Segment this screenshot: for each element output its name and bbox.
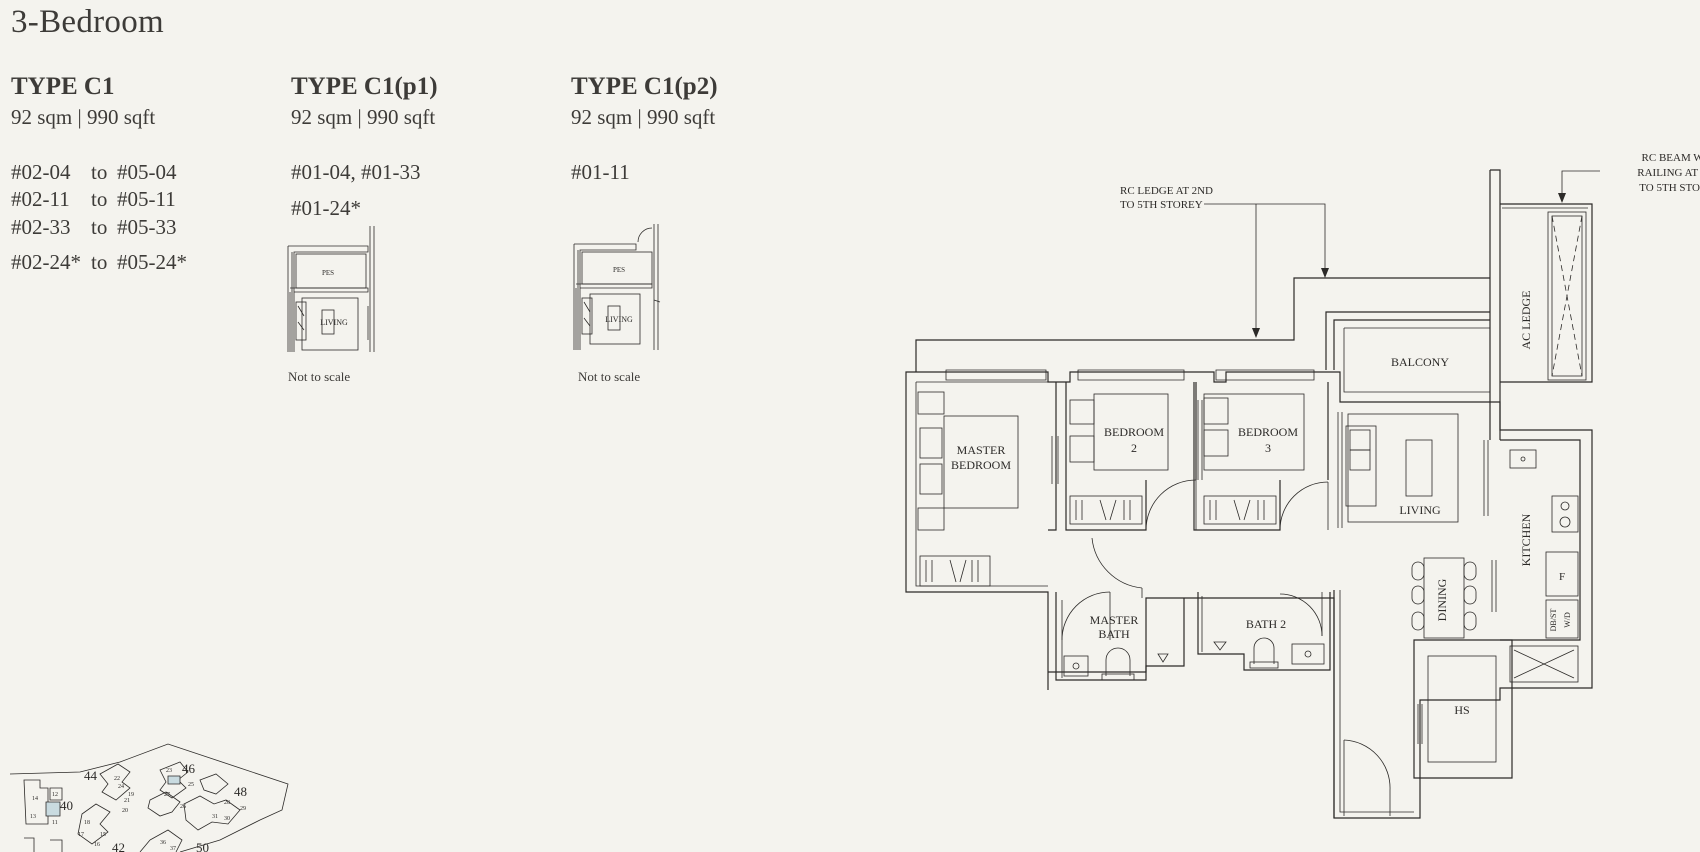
kitchen-fridge-label: F [1559,571,1565,583]
type-c1-unit-list: #02-04 to #05-04 #02-11 to #05-11 #02-33… [11,160,187,274]
site-unit-number: 15 [100,832,106,838]
type-c1-heading: TYPE C1 [11,73,115,100]
site-unit-number: 29 [240,806,246,812]
scale-note-c1p1: Not to scale [288,369,351,384]
room-master-bath-line1: MASTER [1090,613,1139,627]
type-c1p1-units-extra: #01-24* [291,196,361,220]
site-unit-number: 11 [52,820,58,826]
room-kitchen: KITCHEN [1519,513,1533,566]
rc-ledge-label-line2: TO 5TH STOREY [1120,199,1203,211]
site-unit-number: 19 [128,792,134,798]
site-unit-number: 13 [30,814,36,820]
site-block-40: 40 [60,798,73,813]
site-block-50: 50 [196,840,209,852]
room-hs: HS [1454,703,1469,717]
rc-ledge-label-line1: RC LEDGE AT 2ND [1120,185,1213,197]
key-plan-c1p1: PES LIVING [287,226,375,352]
type-c1p1-size: 92 sqm | 990 sqft [291,105,436,129]
room-ac-ledge: AC LEDGE [1519,291,1533,350]
type-c1-size: 92 sqm | 990 sqft [11,105,156,129]
room-living: LIVING [1399,503,1441,517]
kitchen-dbst-label: DB/ST [1549,609,1558,632]
room-master-bath-line2: BATH [1098,627,1130,641]
page-title: 3-Bedroom [11,4,165,40]
site-unit-number: 22 [114,776,120,782]
site-plan-key: 44 46 48 40 42 50 14 13 12 11 19 22 23 2… [9,743,289,852]
site-unit-number: 17 [78,832,84,838]
key-plan-c1p2: PES LIVING [573,224,661,350]
rc-beam-label-line3: TO 5TH STOREY [1639,182,1700,194]
site-unit-number: 23 [166,768,172,774]
key-plan-living-label: LIVING [605,315,633,324]
key-plan-pes-label: PES [613,266,625,274]
room-bedroom2-line2: 2 [1131,441,1137,455]
site-unit-number: 18 [84,820,90,826]
site-unit-number: 27 [164,792,170,798]
site-unit-number: 20 [122,808,128,814]
room-bedroom2-line1: BEDROOM [1104,425,1164,439]
room-dining: DINING [1435,578,1449,621]
kitchen-wd-label: W/D [1563,612,1572,628]
site-block-44: 44 [84,768,98,783]
key-plan-living-label: LIVING [320,318,348,327]
site-unit-number: 12 [52,792,58,798]
type-c1p1-units: #01-04, #01-33 [291,160,421,184]
type-c1p2-size: 92 sqm | 990 sqft [571,105,716,129]
site-unit-number: 28 [224,800,230,806]
rc-beam-label-line1: RC BEAM WITH [1642,152,1700,164]
scale-note-c1p2: Not to scale [578,369,641,384]
room-balcony: BALCONY [1391,355,1449,369]
site-unit-number: 25 [188,782,194,788]
room-bath2: BATH 2 [1246,617,1286,631]
room-master-bedroom-line1: MASTER [957,443,1006,457]
rc-beam-label-line2: RAILING AT 2ND [1637,167,1700,179]
room-bedroom3-line1: BEDROOM [1238,425,1298,439]
site-unit-number: 21 [124,798,130,804]
room-master-bedroom-line2: BEDROOM [951,458,1011,472]
site-block-42: 42 [112,840,125,852]
site-unit-number: 14 [32,796,38,802]
type-c1p1-heading: TYPE C1(p1) [291,73,438,100]
site-unit-number: 36 [160,840,166,846]
type-c1p2-units: #01-11 [571,160,630,184]
site-unit-number: 37 [170,846,176,852]
key-plan-pes-label: PES [322,269,334,277]
site-block-48: 48 [234,784,247,799]
room-bedroom3-line2: 3 [1265,441,1271,455]
site-unit-number: 26 [180,804,186,810]
site-unit-number: 30 [224,816,230,822]
type-c1p2-heading: TYPE C1(p2) [571,73,718,100]
site-block-46: 46 [182,761,196,776]
site-unit-number: 31 [212,814,218,820]
site-unit-number: 16 [94,842,100,848]
site-unit-number: 24 [118,784,124,790]
